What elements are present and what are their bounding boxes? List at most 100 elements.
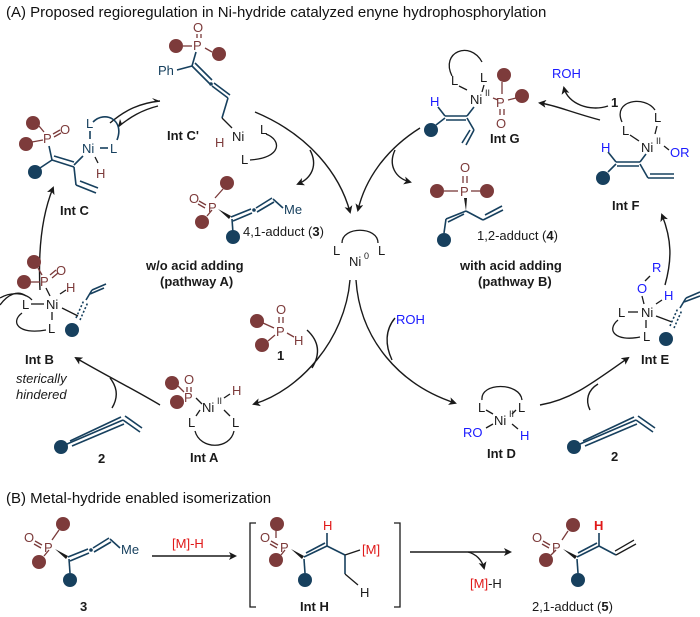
panel-a-title: (A) Proposed regioregulation in Ni-hydri… xyxy=(6,4,546,21)
pathway-a-label: w/o acid adding xyxy=(145,258,244,273)
phosphorus: P xyxy=(276,324,285,339)
roh-released: ROH xyxy=(552,66,581,81)
equilibrium-arrow-back xyxy=(117,105,159,128)
hydride: H xyxy=(215,135,224,150)
reagent-2-left-structure: 2 xyxy=(54,415,143,466)
int-f-label: Int F xyxy=(612,198,639,213)
bracket-left xyxy=(249,522,256,608)
ligand-l: L xyxy=(260,122,267,137)
ligand-l: L xyxy=(110,141,117,156)
int-d-label: Int D xyxy=(487,446,516,461)
arrow-reagent-2-join-left xyxy=(109,377,117,409)
ligand-l: L xyxy=(333,243,340,258)
oxygen: O xyxy=(189,191,199,206)
ligand-l: L xyxy=(618,305,625,320)
alkyl-r: R xyxy=(652,260,661,275)
adduct-41-structure: P O Me 4,1-adduct (3) xyxy=(189,176,324,244)
oxygen: O xyxy=(24,530,34,545)
reagent-1-label: 1 xyxy=(611,95,618,110)
int-a-structure: O P Ni II H L L Int A xyxy=(165,372,241,465)
int-a-label: Int A xyxy=(190,450,219,465)
adduct-41-label: 4,1-adduct (3) xyxy=(243,224,324,239)
phenyl: Ph xyxy=(158,63,174,78)
panel-b-title: (B) Metal-hydride enabled isomerization xyxy=(6,490,271,507)
nickel: Ni xyxy=(641,305,653,320)
phosphorus: P xyxy=(184,390,193,405)
bracket-right xyxy=(394,522,401,608)
int-c-structure: P O Ni L L H Int C xyxy=(19,116,120,218)
hydrogen: H xyxy=(601,140,610,155)
substituent-dot xyxy=(212,47,226,61)
ligand-l: L xyxy=(643,329,650,344)
ligand-l: L xyxy=(232,415,239,430)
reagent-1-label: 1 xyxy=(277,348,284,363)
ligand-l: L xyxy=(188,415,195,430)
oxidation-state: II xyxy=(509,409,514,419)
phosphorus: P xyxy=(460,184,469,199)
equilibrium-arrow-forward xyxy=(109,100,161,124)
oxygen: O xyxy=(184,372,194,387)
hydrogen: H xyxy=(294,333,303,348)
hydrogen: H xyxy=(323,518,332,533)
phosphorus: P xyxy=(208,200,217,215)
arrow-intg-to-ni0 xyxy=(355,127,421,212)
int-c-label: Int C xyxy=(60,203,89,218)
ligand-l: L xyxy=(654,110,661,125)
arrow-intd-to-inte xyxy=(539,356,630,406)
nickel: Ni xyxy=(349,254,361,269)
ligand-l: L xyxy=(48,321,55,336)
alkoxide: RO xyxy=(463,425,483,440)
arrow-to-41-adduct xyxy=(296,149,315,186)
roh-reagent: ROH xyxy=(396,312,425,327)
arrow-mh-release xyxy=(467,551,487,570)
int-d-structure: L L Ni II RO H Int D xyxy=(463,386,529,461)
ligand-l: L xyxy=(480,70,487,85)
oxygen: O xyxy=(460,160,470,175)
pathway-b-label: with acid adding xyxy=(459,258,562,273)
hydride: H xyxy=(232,383,241,398)
oxygen: O xyxy=(532,530,542,545)
phosphorus: P xyxy=(44,540,53,555)
oxygen: O xyxy=(56,263,66,278)
phosphorus: P xyxy=(193,38,202,53)
oxygen: O xyxy=(276,302,286,317)
int-h-structure: P O H [M] H Int H xyxy=(260,517,380,614)
substituent-dot xyxy=(169,39,183,53)
nickel: Ni xyxy=(470,92,482,107)
hydride: H xyxy=(664,288,673,303)
int-e-structure: R O Ni L L H Int E xyxy=(612,260,700,367)
phosphorus: P xyxy=(280,540,289,555)
adduct-21-structure: P O H 2,1-adduct (5) xyxy=(532,518,637,614)
arrow-roh-join xyxy=(386,317,396,361)
ligand-l: L xyxy=(451,73,458,88)
cycle-arrows xyxy=(38,86,671,411)
ligand-l: L xyxy=(241,152,248,167)
hydrogen: H xyxy=(360,585,369,600)
adduct-12-label: 1,2-adduct (4) xyxy=(477,228,558,243)
ligand-l: L xyxy=(478,400,485,415)
arrow-ni0-to-inta xyxy=(252,279,351,407)
compound-3-label: 3 xyxy=(80,599,87,614)
ligand-l: L xyxy=(518,400,525,415)
int-b-structure: P O Ni L L H Int B sterically hindered xyxy=(0,255,107,402)
int-h-label: Int H xyxy=(300,599,329,614)
oxidation-state: 0 xyxy=(364,251,369,261)
nickel: Ni xyxy=(232,129,244,144)
hydride: H xyxy=(96,166,105,181)
ligand-l: L xyxy=(22,297,29,312)
ligand-l: L xyxy=(622,123,629,138)
oxygen: O xyxy=(193,20,203,35)
nickel: Ni xyxy=(494,413,506,428)
hydride: H xyxy=(520,428,529,443)
adduct-21-label: 2,1-adduct (5) xyxy=(532,599,613,614)
arrow-roh-release xyxy=(561,86,609,109)
int-c-prime-structure: P O Ph Ni H L L Int C' xyxy=(158,20,278,167)
phosphorus: P xyxy=(43,131,52,146)
arrow-reagent-2-join-right xyxy=(586,383,599,411)
arrow-reagent-1-join xyxy=(306,329,319,369)
methyl: Me xyxy=(121,542,139,557)
arrow-intcprime-to-ni0 xyxy=(254,111,353,214)
reagent-2-right-structure: 2 xyxy=(567,415,656,464)
oxygen: O xyxy=(60,122,70,137)
methyl: Me xyxy=(284,202,302,217)
